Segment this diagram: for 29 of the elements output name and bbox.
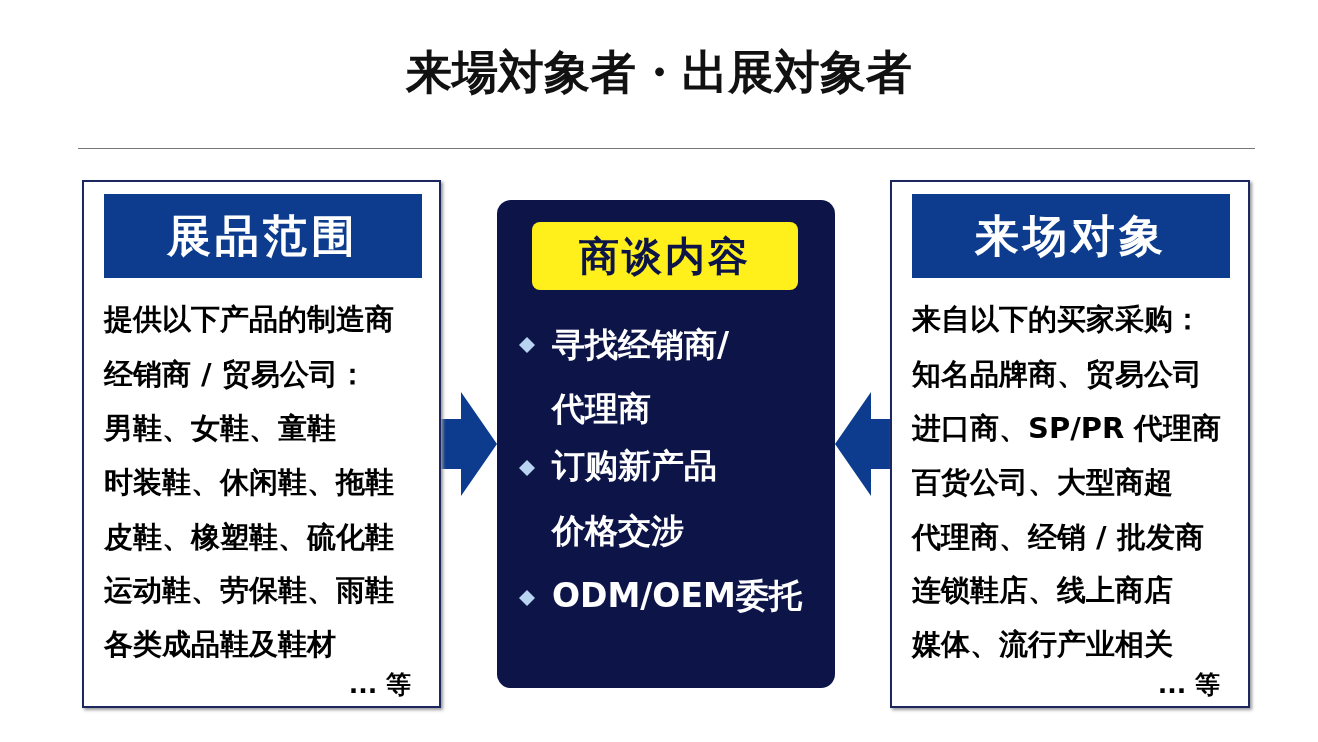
block-arrow <box>835 392 890 496</box>
heading-banner: 来场对象 <box>912 194 1230 278</box>
content-panel <box>82 180 441 708</box>
list-line: 提供以下产品的制造商 <box>104 304 394 336</box>
list-item: 寻找经销商/代理商 <box>552 324 731 430</box>
list-line: 运动鞋、劳保鞋、雨鞋 <box>104 575 394 607</box>
list-line: 媒体、流行产业相关 <box>912 629 1173 661</box>
content-panel <box>497 200 835 688</box>
list-item: ODM/OEM委托 <box>552 578 802 615</box>
list-line: 来自以下的买家采购： <box>912 304 1202 336</box>
list-line: 进口商、SP/PR 代理商 <box>912 413 1222 445</box>
list-line: 连锁鞋店、线上商店 <box>912 575 1173 607</box>
heading-banner: 展品范围 <box>104 194 422 278</box>
list-line: 男鞋、女鞋、童鞋 <box>104 413 336 445</box>
title: 来場対象者・出展対象者 <box>404 44 913 101</box>
etc-note: ... 等 <box>348 671 411 699</box>
etc-note: ... 等 <box>1157 671 1220 699</box>
content-panel <box>890 180 1250 708</box>
list-line: 百货公司、大型商超 <box>912 467 1173 499</box>
list-line: 经销商 / 贸易公司： <box>104 359 367 391</box>
list-line: 各类成品鞋及鞋材 <box>104 629 336 661</box>
list-line: 皮鞋、橡塑鞋、硫化鞋 <box>104 522 394 554</box>
block-arrow <box>441 392 497 496</box>
list-item: 订购新产品 <box>552 448 717 485</box>
list-line: 时装鞋、休闲鞋、拖鞋 <box>104 467 394 499</box>
list-item: 价格交涉 <box>552 513 684 550</box>
heading-banner: 商谈内容 <box>532 222 798 290</box>
list-line: 代理商、经销 / 批发商 <box>912 522 1204 554</box>
list-line: 知名品牌商、贸易公司 <box>912 359 1202 391</box>
